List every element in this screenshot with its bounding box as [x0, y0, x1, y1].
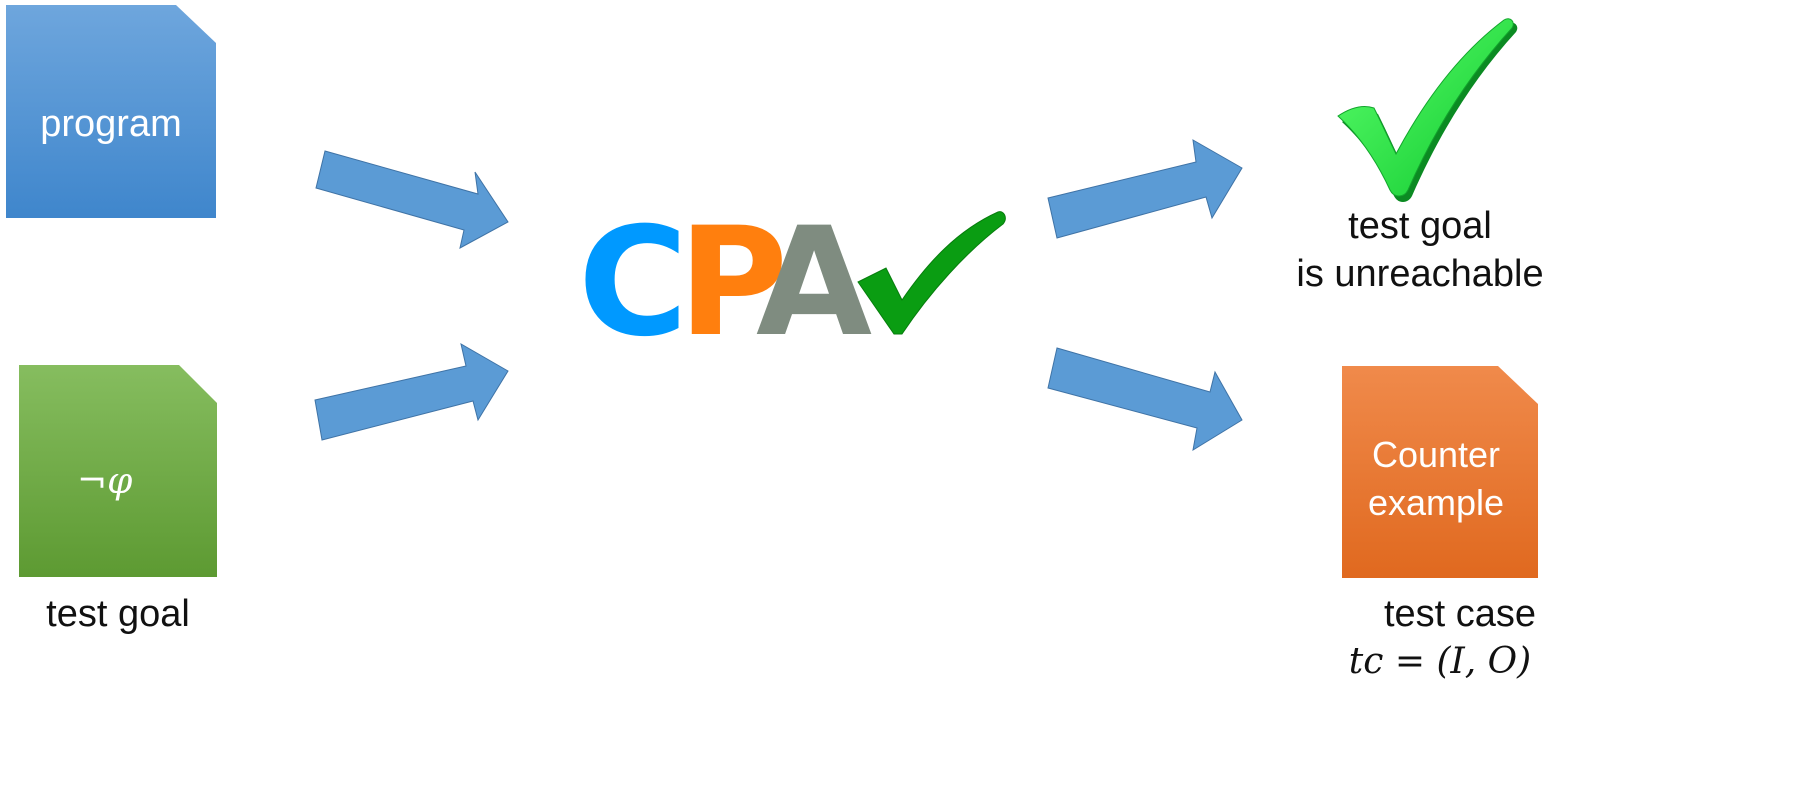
logo-letter-p: P	[678, 196, 788, 370]
counterexample-label-line1: Counter	[1371, 434, 1501, 475]
logo-letter-a: A	[756, 196, 872, 370]
property-document: ¬φ	[19, 365, 217, 577]
test-case-formula: tc = (I, O)	[1348, 641, 1532, 682]
program-label: program	[40, 103, 182, 145]
unreachable-caption-line2: is unreachable	[1296, 253, 1544, 295]
test-goal-caption: test goal	[46, 593, 190, 635]
arrow-program-to-cpa	[315, 150, 509, 249]
counterexample-label-line2: example	[1367, 482, 1505, 523]
counterexample-document: Counter example	[1342, 366, 1538, 578]
unreachable-caption-line1: test goal	[1348, 205, 1492, 247]
arrow-property-to-cpa	[314, 342, 509, 441]
property-label: ¬φ	[77, 461, 133, 502]
logo-check-icon	[857, 211, 1006, 335]
logo-letter-c: C	[578, 196, 688, 370]
test-case-caption: test case	[1383, 593, 1537, 635]
arrow-cpa-to-counterexample	[1047, 347, 1243, 452]
program-document: program	[6, 5, 216, 218]
unreachable-check-icon	[1337, 18, 1518, 203]
cpachecker-logo: C P A	[578, 208, 1008, 358]
arrow-cpa-to-unreachable	[1047, 139, 1243, 239]
